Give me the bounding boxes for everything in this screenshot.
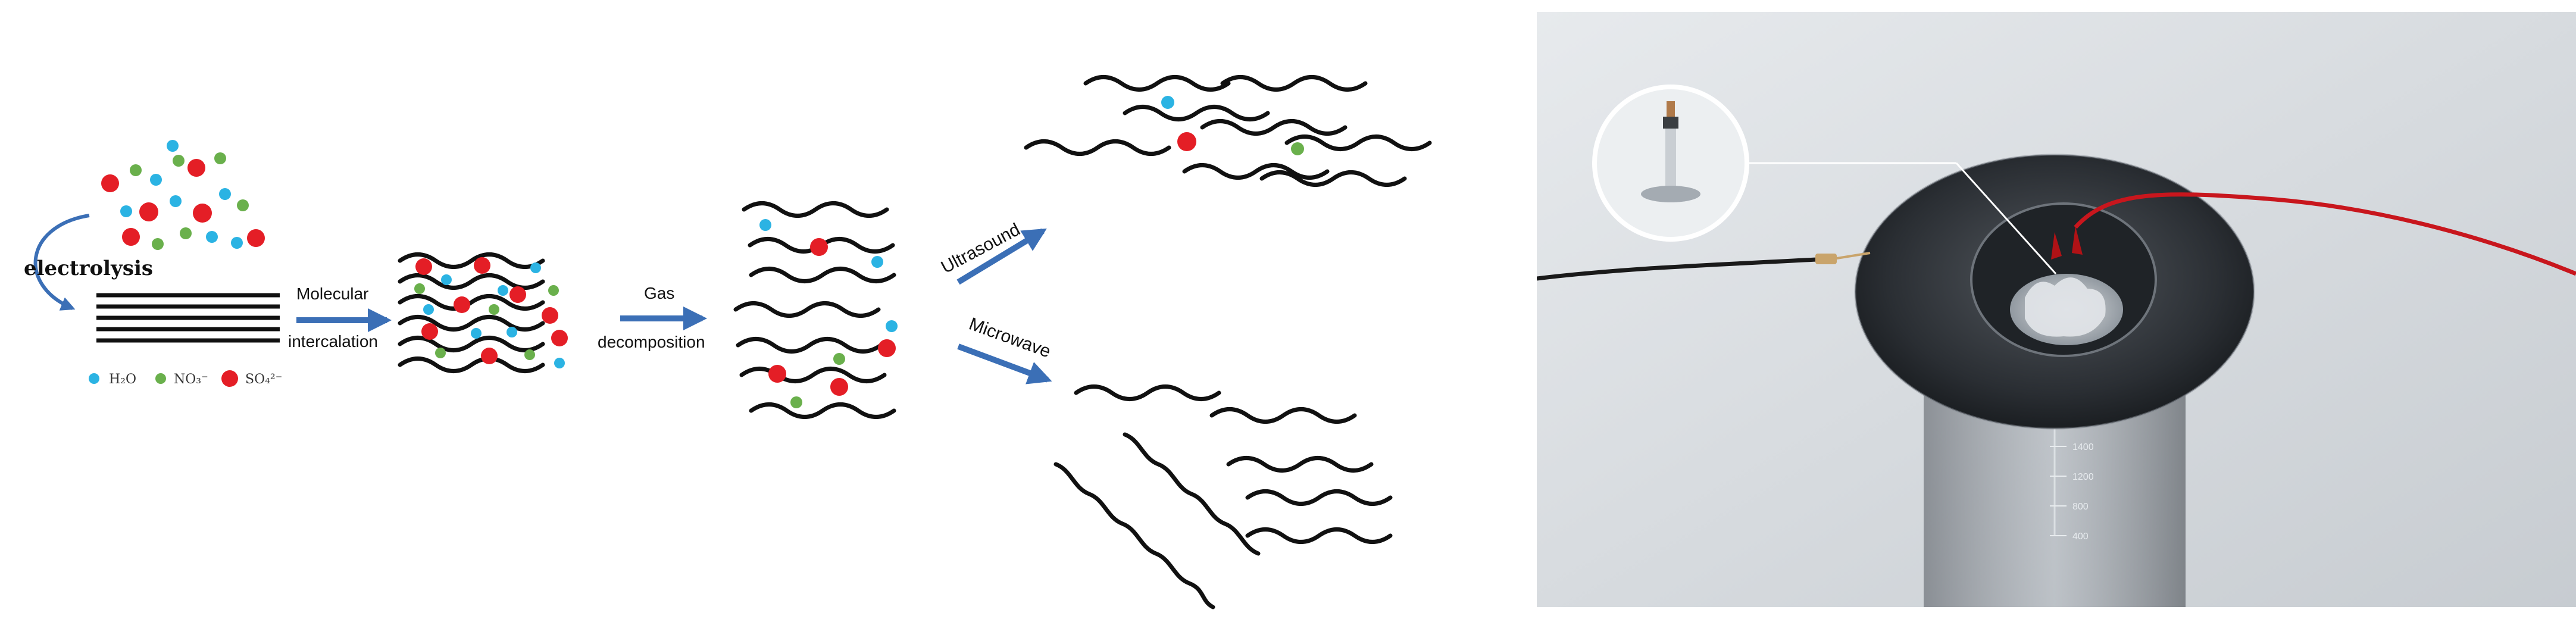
electrolysis-beaker-photo: 1400 1200 800 400 xyxy=(1537,12,2576,607)
intercalation-label: intercalation xyxy=(288,332,378,351)
graduation-400: 400 xyxy=(2072,532,2089,542)
gas-label: Gas xyxy=(644,284,674,302)
expanded-sheets xyxy=(736,204,898,417)
legend-no3-marker xyxy=(155,373,166,384)
ultrasound-arrow xyxy=(956,228,1047,285)
graduation-800: 800 xyxy=(2072,502,2089,512)
intercalated-stack xyxy=(400,255,568,371)
negative-wire xyxy=(1537,257,1817,281)
legend-no3-label: NO₃⁻ xyxy=(174,372,208,387)
graduation-1200: 1200 xyxy=(2072,472,2094,482)
positive-wire xyxy=(2074,192,2576,276)
clip-left xyxy=(2051,232,2062,260)
decomposition-label: decomposition xyxy=(598,333,705,351)
electrolysis-arrow xyxy=(33,214,90,311)
clip-right xyxy=(2072,226,2083,255)
exfoliation-diagram: electrolysis H₂O NO₃⁻ SO₄²⁻ Molecular in… xyxy=(24,0,1524,609)
exfoliating-graphite xyxy=(2010,274,2123,345)
beaker-graduations: 1400 1200 800 400 xyxy=(2050,442,2094,542)
microwave-products xyxy=(1053,387,1390,609)
electrode-detail xyxy=(1641,101,1700,202)
negative-connector xyxy=(1815,254,1837,264)
electrolysis-label: electrolysis xyxy=(24,257,153,280)
ion-legend: H₂O NO₃⁻ SO₄²⁻ xyxy=(89,370,282,387)
ultrasound-products xyxy=(1026,77,1430,185)
legend-so4-label: SO₄²⁻ xyxy=(245,372,282,387)
graphite-stack xyxy=(96,293,280,343)
legend-h2o-marker xyxy=(89,373,99,384)
microwave-arrow xyxy=(957,343,1052,384)
legend-h2o-label: H₂O xyxy=(109,372,136,387)
graduation-1400: 1400 xyxy=(2072,442,2094,452)
ion-cloud xyxy=(101,140,265,250)
legend-so4-marker xyxy=(221,370,238,387)
molecular-label: Molecular xyxy=(296,285,368,303)
